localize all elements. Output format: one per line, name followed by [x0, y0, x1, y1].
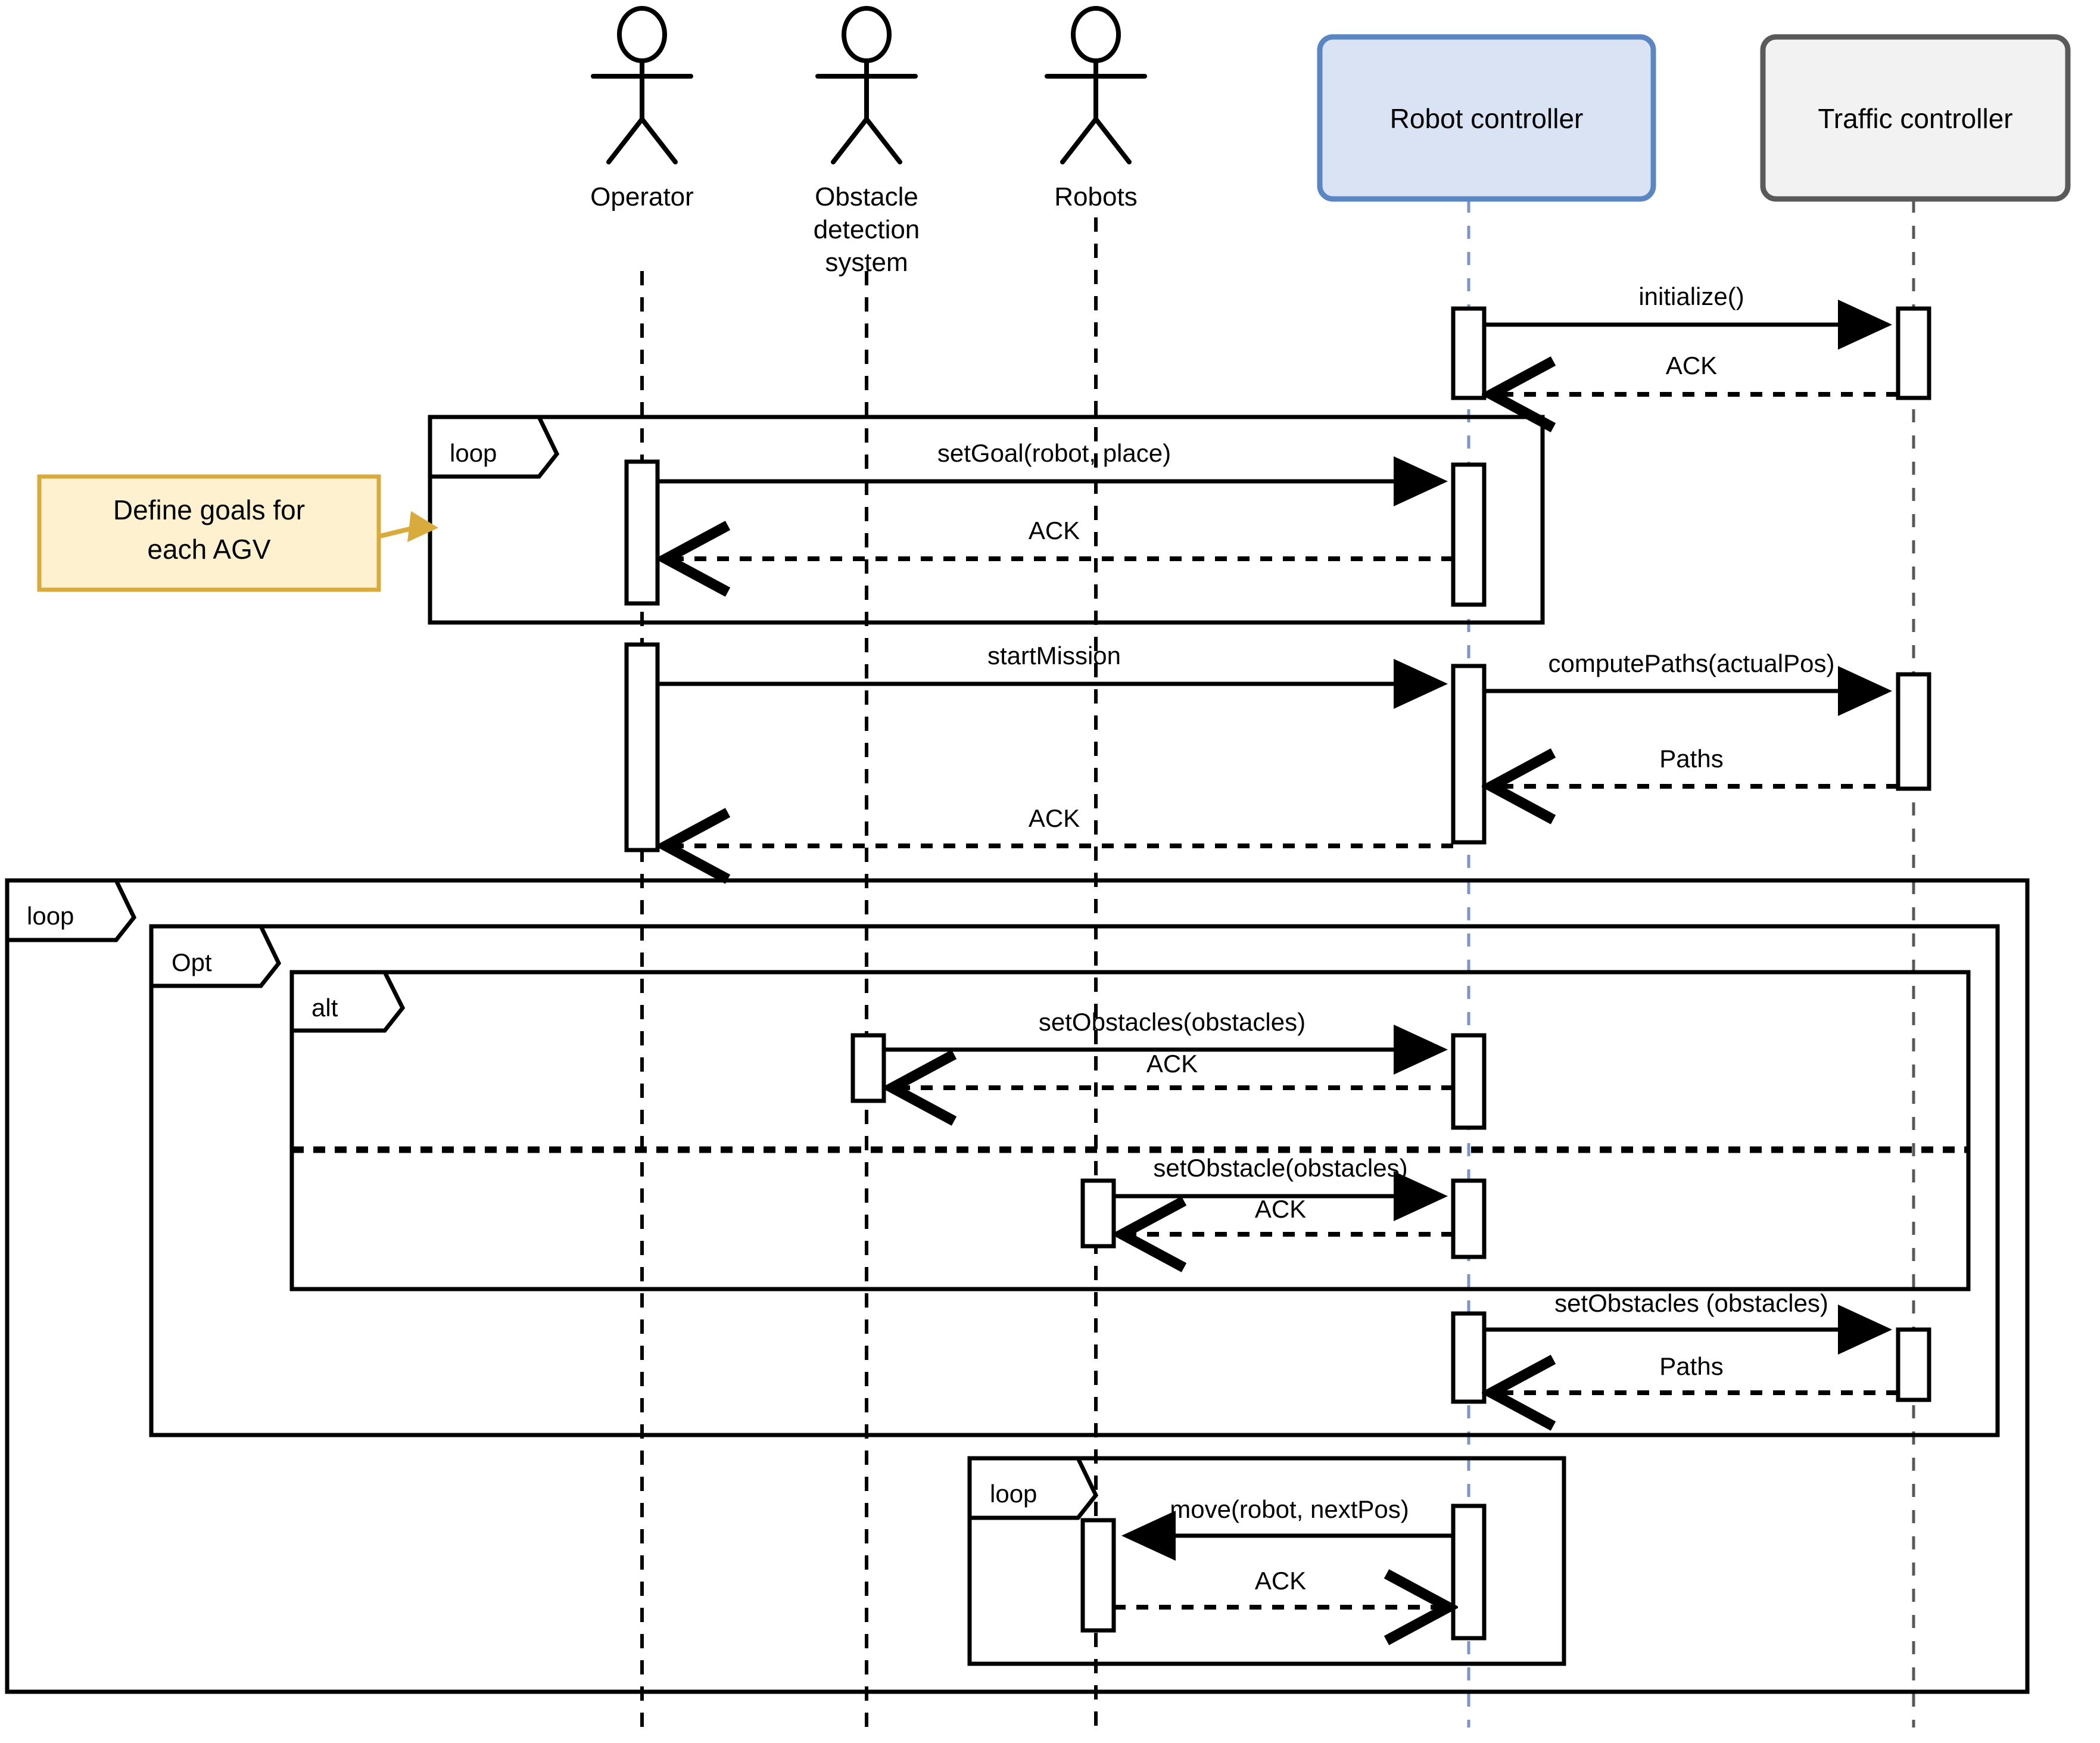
activation-traffic-controller-init — [1896, 306, 1931, 400]
alt-tab — [289, 970, 406, 1033]
message-label-ack-setobstacle-b: ACK — [1255, 1195, 1306, 1223]
message-label-ack-startmission: ACK — [1029, 804, 1080, 832]
participant-box-robot-controller[interactable]: Robot controller — [1317, 34, 1656, 202]
message-label-computepaths: computePaths(actualPos) — [1548, 649, 1835, 677]
loop-outer-tab — [5, 878, 137, 942]
opt-tab — [149, 924, 282, 988]
message-label-setobstacles-a: setObstacles(obstacles) — [1039, 1008, 1306, 1036]
actor-robots: Robots — [1045, 6, 1147, 211]
loop-move-tab — [967, 1456, 1099, 1520]
activation-robot-controller-setobstacles-traffic — [1451, 1311, 1487, 1404]
stick-figure-actor-icon — [815, 6, 918, 164]
loop-move-label: loop — [990, 1480, 1037, 1508]
fragment-opt: Opt — [149, 924, 2000, 1437]
traffic-controller-label: Traffic controller — [1818, 103, 2012, 134]
interaction-setobstacles-traffic: setObstacles (obstacles) Paths — [1451, 1289, 1931, 1404]
interaction-initialize: initialize() ACK — [1451, 282, 1931, 400]
activation-robot-controller-init — [1451, 306, 1487, 400]
opt-label: Opt — [172, 948, 212, 976]
activation-robot-controller-startmission — [1451, 664, 1487, 845]
message-label-ack-initialize: ACK — [1666, 351, 1717, 379]
loop-outer-frame — [5, 878, 2030, 1694]
loop-goals-label: loop — [450, 439, 497, 467]
fragment-loop-move: loop move(robot, nextPos) ACK — [967, 1456, 1566, 1666]
activation-traffic-controller-computepaths — [1896, 672, 1931, 791]
actor-obstacle-detection-system: Obstacle detection system — [814, 6, 920, 277]
loop-outer-label: loop — [27, 902, 74, 930]
actor-label-robots: Robots — [1054, 182, 1137, 211]
loop-goals-tab — [428, 415, 560, 479]
alt-frame — [289, 970, 1971, 1291]
fragment-loop-outer: loop — [5, 878, 2030, 1694]
traffic-controller-box-shape — [1760, 34, 2071, 202]
participant-box-traffic-controller[interactable]: Traffic controller — [1760, 34, 2071, 202]
activation-operator-startmission — [624, 642, 660, 852]
message-label-setobstacles-traffic: setObstacles (obstacles) — [1554, 1289, 1828, 1317]
stick-figure-actor-icon — [1045, 6, 1147, 164]
message-label-ack-setgoal: ACK — [1029, 516, 1080, 544]
stick-figure-actor-icon — [591, 6, 693, 164]
activation-obstacle-setobstacles — [850, 1033, 886, 1103]
fragment-alt: alt setObstacles(obstacles) ACK setObsta… — [289, 970, 1971, 1291]
message-label-ack-move: ACK — [1255, 1567, 1306, 1595]
actor-label-obstacle-line1: Obstacle — [815, 182, 918, 211]
message-label-ack-setobstacles-a: ACK — [1146, 1050, 1198, 1078]
loop-goals-frame — [428, 415, 1545, 625]
note-text-line1: Define goals for — [113, 494, 305, 525]
actor-operator: Operator — [590, 6, 694, 211]
alt-label: alt — [311, 994, 338, 1022]
note-box-shape — [37, 474, 381, 592]
activation-robot-controller-setgoal — [1451, 462, 1487, 607]
message-label-paths-2: Paths — [1659, 1352, 1723, 1380]
message-label-startmission: startMission — [987, 642, 1121, 670]
fragment-loop-define-goals: loop setGoal(robot, place) ACK — [428, 415, 1545, 625]
actor-label-obstacle-line3: system — [825, 248, 908, 277]
activation-robots-move — [1080, 1518, 1116, 1633]
robot-controller-box-shape — [1317, 34, 1656, 202]
message-label-setobstacle-b: setObstacle(obstacles) — [1153, 1154, 1407, 1182]
loop-move-frame — [967, 1456, 1566, 1666]
message-label-move: move(robot, nextPos) — [1170, 1495, 1409, 1523]
message-label-paths-1: Paths — [1659, 745, 1723, 773]
opt-frame — [149, 924, 2000, 1437]
note-define-goals: Define goals for each AGV — [37, 474, 438, 592]
actor-label-operator: Operator — [590, 182, 694, 211]
message-label-setgoal: setGoal(robot, place) — [937, 439, 1171, 467]
activation-robots-setobstacle — [1080, 1178, 1116, 1249]
activation-operator-setgoal — [624, 459, 660, 606]
note-text-line2: each AGV — [147, 534, 270, 565]
message-label-initialize: initialize() — [1638, 282, 1744, 310]
activation-robot-controller-setobstacle-b — [1451, 1178, 1487, 1259]
robot-controller-label: Robot controller — [1390, 103, 1584, 134]
activation-traffic-controller-setobstacles — [1896, 1327, 1931, 1402]
note-arrow-head-icon — [407, 511, 438, 542]
activation-robot-controller-setobstacles-a — [1451, 1033, 1487, 1130]
actor-label-obstacle-line2: detection — [814, 215, 920, 244]
activation-robot-controller-move — [1451, 1504, 1487, 1641]
interaction-start-mission: startMission computePaths(actualPos) Pat… — [624, 642, 1931, 852]
